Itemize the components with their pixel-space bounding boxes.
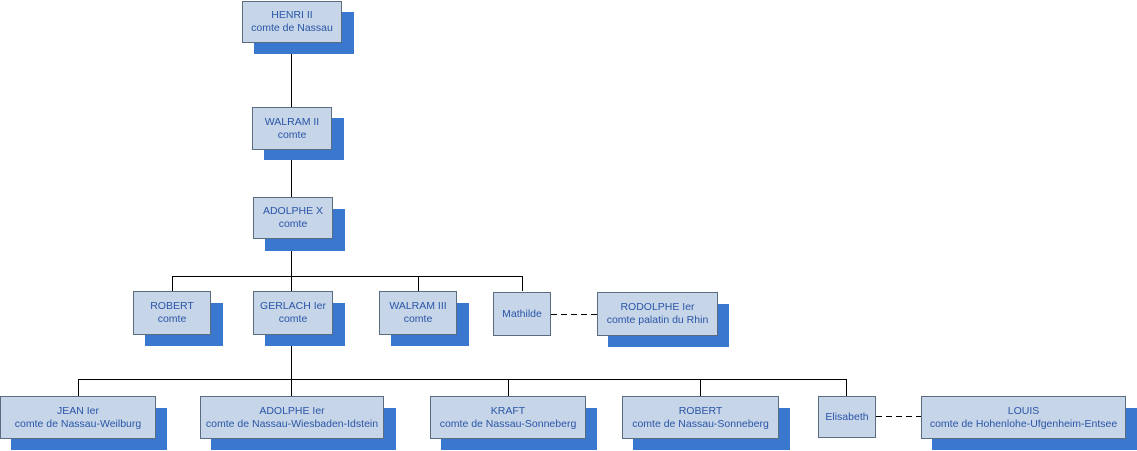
person-walram-iii[interactable]: WALRAM III comte	[379, 291, 457, 335]
person-title: comte de Nassau-Weilburg	[14, 417, 142, 430]
person-name: LOUIS	[1007, 404, 1040, 417]
person-name: WALRAM III	[389, 300, 447, 312]
person-name: RODOLPHE Ier	[620, 301, 695, 313]
person-title: comte	[157, 313, 187, 325]
person-jean-ier[interactable]: JEAN Ier comte de Nassau-Weilburg	[0, 396, 156, 439]
person-title: comte	[278, 218, 308, 230]
person-name: WALRAM II	[264, 115, 320, 128]
person-name: KRAFT	[490, 404, 526, 417]
person-title: comte de Nassau-Sonneberg	[439, 417, 577, 430]
person-adolphe-ier[interactable]: ADOLPHE Ier comte de Nassau-Wiesbaden-Id…	[200, 396, 384, 439]
person-name: ROBERT	[150, 300, 194, 312]
person-name: ROBERT	[678, 404, 723, 417]
person-kraft[interactable]: KRAFT comte de Nassau-Sonneberg	[430, 396, 586, 439]
person-louis[interactable]: LOUIS comte de Hohenlohe-Ufgenheim-Entse…	[921, 396, 1126, 439]
person-name: Mathilde	[502, 307, 542, 320]
person-title: comte de Hohenlohe-Ufgenheim-Entsee	[929, 417, 1118, 430]
person-robert[interactable]: ROBERT comte	[133, 291, 211, 335]
person-title: comte de Nassau-Sonneberg	[632, 417, 769, 430]
person-henri-ii[interactable]: HENRI II comte de Nassau	[242, 1, 342, 43]
person-title: comte palatin du Rhin	[606, 314, 709, 326]
person-adolphe-x[interactable]: ADOLPHE X comte	[253, 197, 333, 239]
person-title: comte de Nassau	[251, 22, 333, 34]
person-robert-sonneberg[interactable]: ROBERT comte de Nassau-Sonneberg	[622, 396, 779, 439]
person-name: ADOLPHE X	[262, 205, 324, 217]
person-name: ADOLPHE Ier	[259, 404, 325, 417]
person-name: HENRI II	[271, 9, 313, 21]
person-elisabeth[interactable]: Elisabeth	[818, 396, 876, 438]
person-title: comte	[277, 128, 307, 141]
person-title: comte de Nassau-Wiesbaden-Idstein	[205, 417, 379, 430]
person-title: comte	[403, 313, 433, 325]
person-title: comte	[278, 313, 308, 325]
person-rodolphe-ier[interactable]: RODOLPHE Ier comte palatin du Rhin	[597, 292, 718, 336]
person-name: GERLACH Ier	[260, 300, 326, 312]
person-name: JEAN Ier	[56, 404, 99, 417]
person-name: Elisabeth	[825, 410, 869, 423]
person-mathilde[interactable]: Mathilde	[493, 292, 551, 336]
person-gerlach-ier[interactable]: GERLACH Ier comte	[253, 291, 333, 335]
person-walram-ii[interactable]: WALRAM II comte	[252, 107, 332, 150]
